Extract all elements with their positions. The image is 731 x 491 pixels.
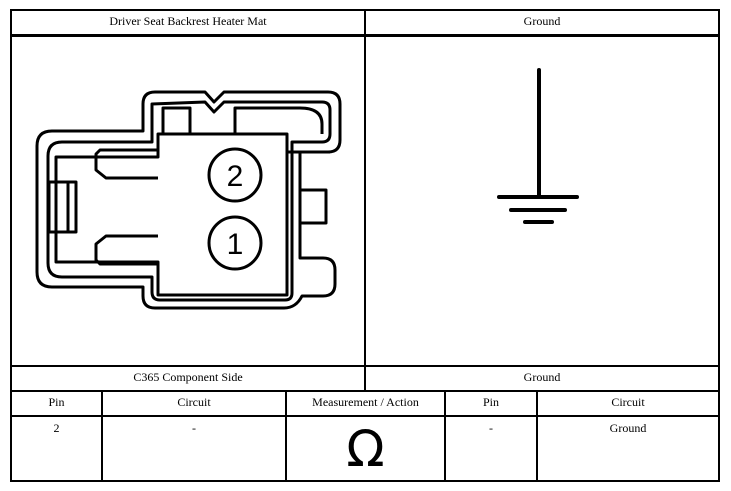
connector-latch: [94, 148, 158, 180]
table-cell-circuit-a: -: [192, 421, 196, 435]
table-header-circuit-b: Circuit: [611, 395, 645, 409]
ground-title: Ground: [523, 14, 561, 28]
connector-inner-shell: [46, 100, 332, 302]
table-header-pin-a: Pin: [48, 395, 65, 409]
pin-1-label: 1: [227, 228, 244, 261]
panel-divider: [364, 9, 366, 391]
connector-right-tab: [298, 188, 328, 225]
table-header-circuit-a: Circuit: [177, 395, 211, 409]
connector-left-tab: [47, 180, 78, 234]
ground-caption: Ground: [523, 370, 561, 384]
connector-caption: C365 Component Side: [133, 370, 243, 384]
table-header-pin-b: Pin: [482, 395, 499, 409]
table-col-divider-1: [101, 390, 103, 482]
connector-key-left: [161, 106, 192, 134]
table-cell-circuit-b: Ground: [609, 421, 647, 435]
ohm-icon: Ω: [346, 420, 385, 478]
connector-outer-shell: [35, 90, 342, 310]
connector-key-right: [233, 106, 324, 134]
table-cell-pin-b: -: [489, 421, 493, 435]
pin-2-circle: [207, 147, 263, 203]
pin-1-circle: [207, 215, 263, 271]
table-col-divider-4: [536, 390, 538, 482]
component-title: Driver Seat Backrest Heater Mat: [109, 14, 267, 28]
connector-latch-lower: [94, 234, 158, 266]
table-header-measurement: Measurement / Action: [312, 395, 419, 409]
table-cell-pin-a: 2: [53, 421, 60, 435]
table-col-divider-3: [444, 390, 446, 482]
table-header-divider: [10, 415, 720, 417]
pin-2-label: 2: [227, 160, 244, 193]
connector-body: [54, 132, 289, 297]
table-col-divider-2: [285, 390, 287, 482]
caption-divider-bottom: [10, 390, 720, 392]
